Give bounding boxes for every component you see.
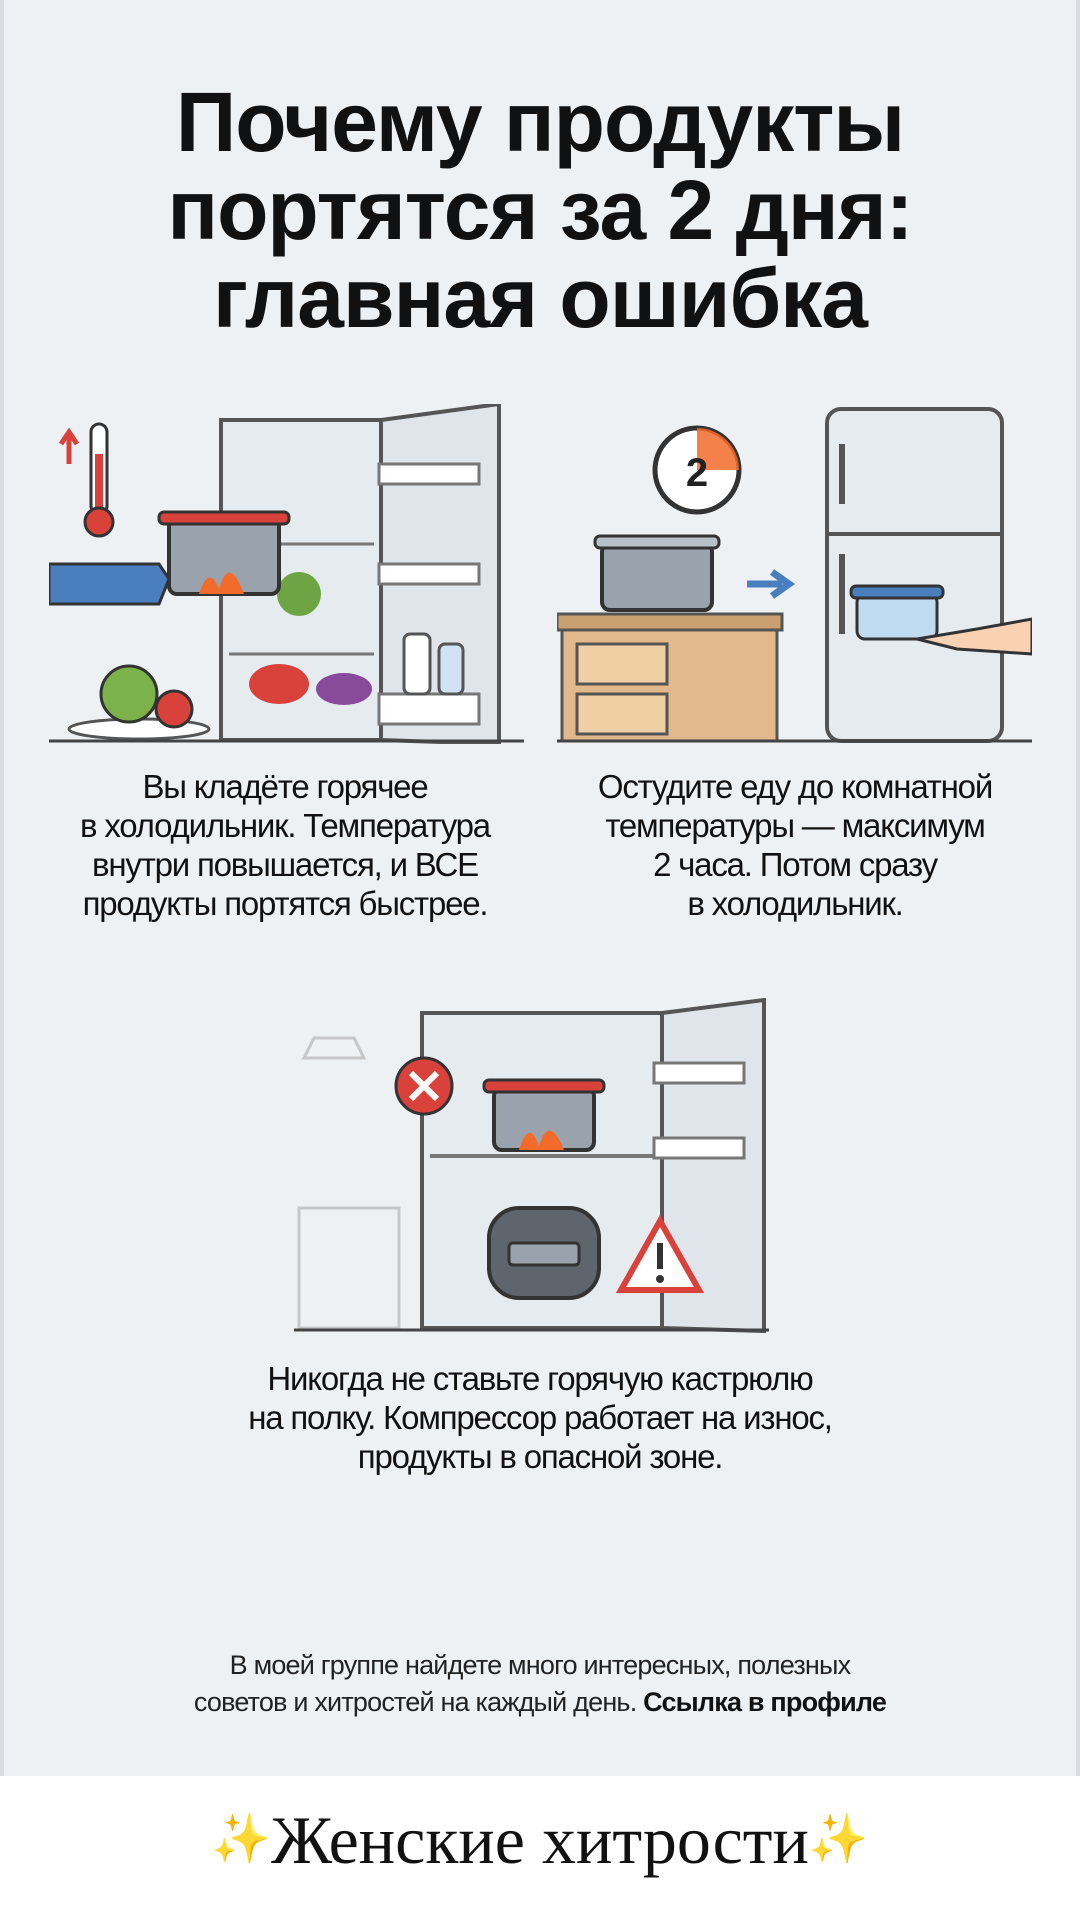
- cool-then-fridge-illustration: 2: [557, 407, 1032, 743]
- promo-text: В моей группе найдете много интересных, …: [0, 1647, 1080, 1721]
- profile-link[interactable]: Ссылка в профиле: [643, 1687, 887, 1717]
- hot-pot-into-fridge-illustration: [49, 404, 524, 744]
- infographic-background: [0, 0, 1080, 1776]
- vegetables-icon: [67, 664, 211, 741]
- hot-pot-icon: [157, 510, 291, 596]
- container-icon: [849, 584, 1032, 656]
- page-title: Почему продукты портятся за 2 дня: главн…: [0, 78, 1080, 342]
- pot-icon: [593, 534, 721, 612]
- timer-icon: 2: [652, 425, 742, 515]
- thermometer-icon: [58, 422, 115, 538]
- sparkle-icon: ✨: [808, 1813, 869, 1866]
- error-x-icon: [394, 1056, 454, 1116]
- compressor-icon: [487, 1206, 601, 1300]
- sparkle-icon: ✨: [211, 1813, 272, 1866]
- promo-line: советов и хитростей на каждый день.: [193, 1687, 637, 1717]
- hot-pot-on-shelf-illustration: [294, 998, 769, 1333]
- title-line: главная ошибка: [212, 251, 868, 345]
- title-line: портятся за 2 дня:: [167, 163, 913, 257]
- warning-icon: [615, 1214, 705, 1293]
- fridge-open-icon: [420, 998, 766, 1333]
- brand-footer: [0, 1776, 1080, 1920]
- title-line: Почему продукты: [175, 75, 905, 169]
- stove-cabinet-icon: [557, 612, 784, 743]
- fridge-closed-icon: [825, 407, 1004, 743]
- svg-text:2: 2: [686, 451, 708, 495]
- brand-name: ✨Женские хитрости✨: [211, 1802, 869, 1878]
- arrow-right-icon: [747, 569, 796, 599]
- hot-pot-icon: [482, 1078, 606, 1152]
- hand-icon: [49, 562, 171, 606]
- promo-line: В моей группе найдете много интересных, …: [229, 1650, 851, 1680]
